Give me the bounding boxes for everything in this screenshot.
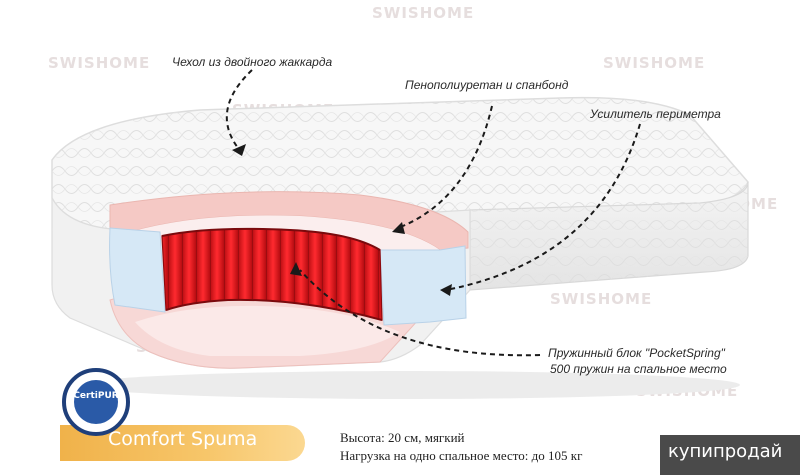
product-name: Comfort Spuma [108,428,258,450]
spec-height: Высота: 20 см, мягкий [340,430,465,445]
arrow-cover [225,69,253,149]
perimeter-block-right [379,245,467,326]
label-spring-line2: 500 пружин на спальное место [550,362,727,376]
watermark: SWISHOME [372,4,475,22]
label-perimeter: Усилитель периметра [590,107,721,121]
brand-watermark-box [660,435,800,475]
perimeter-block-left [109,227,166,313]
arrow-springs [299,269,541,357]
arrow-foam [397,105,493,229]
label-spring-line1: Пружинный блок "PocketSpring" [548,346,725,360]
callout-arrows [225,69,641,357]
badge-inner [74,380,118,424]
spec-load: Нагрузка на одно спальное место: до 105 … [340,448,583,463]
watermark: SWISHOME [603,54,706,72]
label-cover: Чехол из двойного жаккарда [172,55,333,69]
brand-name: купипродай [668,441,783,462]
badge-text: CertiPUR [73,391,119,401]
watermark: SWISHOME [550,290,653,308]
certipur-badge-icon: CertiPUR [62,368,130,436]
floor-shadow [80,371,740,399]
label-foam: Пенополиуретан и спанбонд [405,78,569,92]
arrow-perimeter [445,123,641,291]
watermark: SWISHOME [48,54,151,72]
